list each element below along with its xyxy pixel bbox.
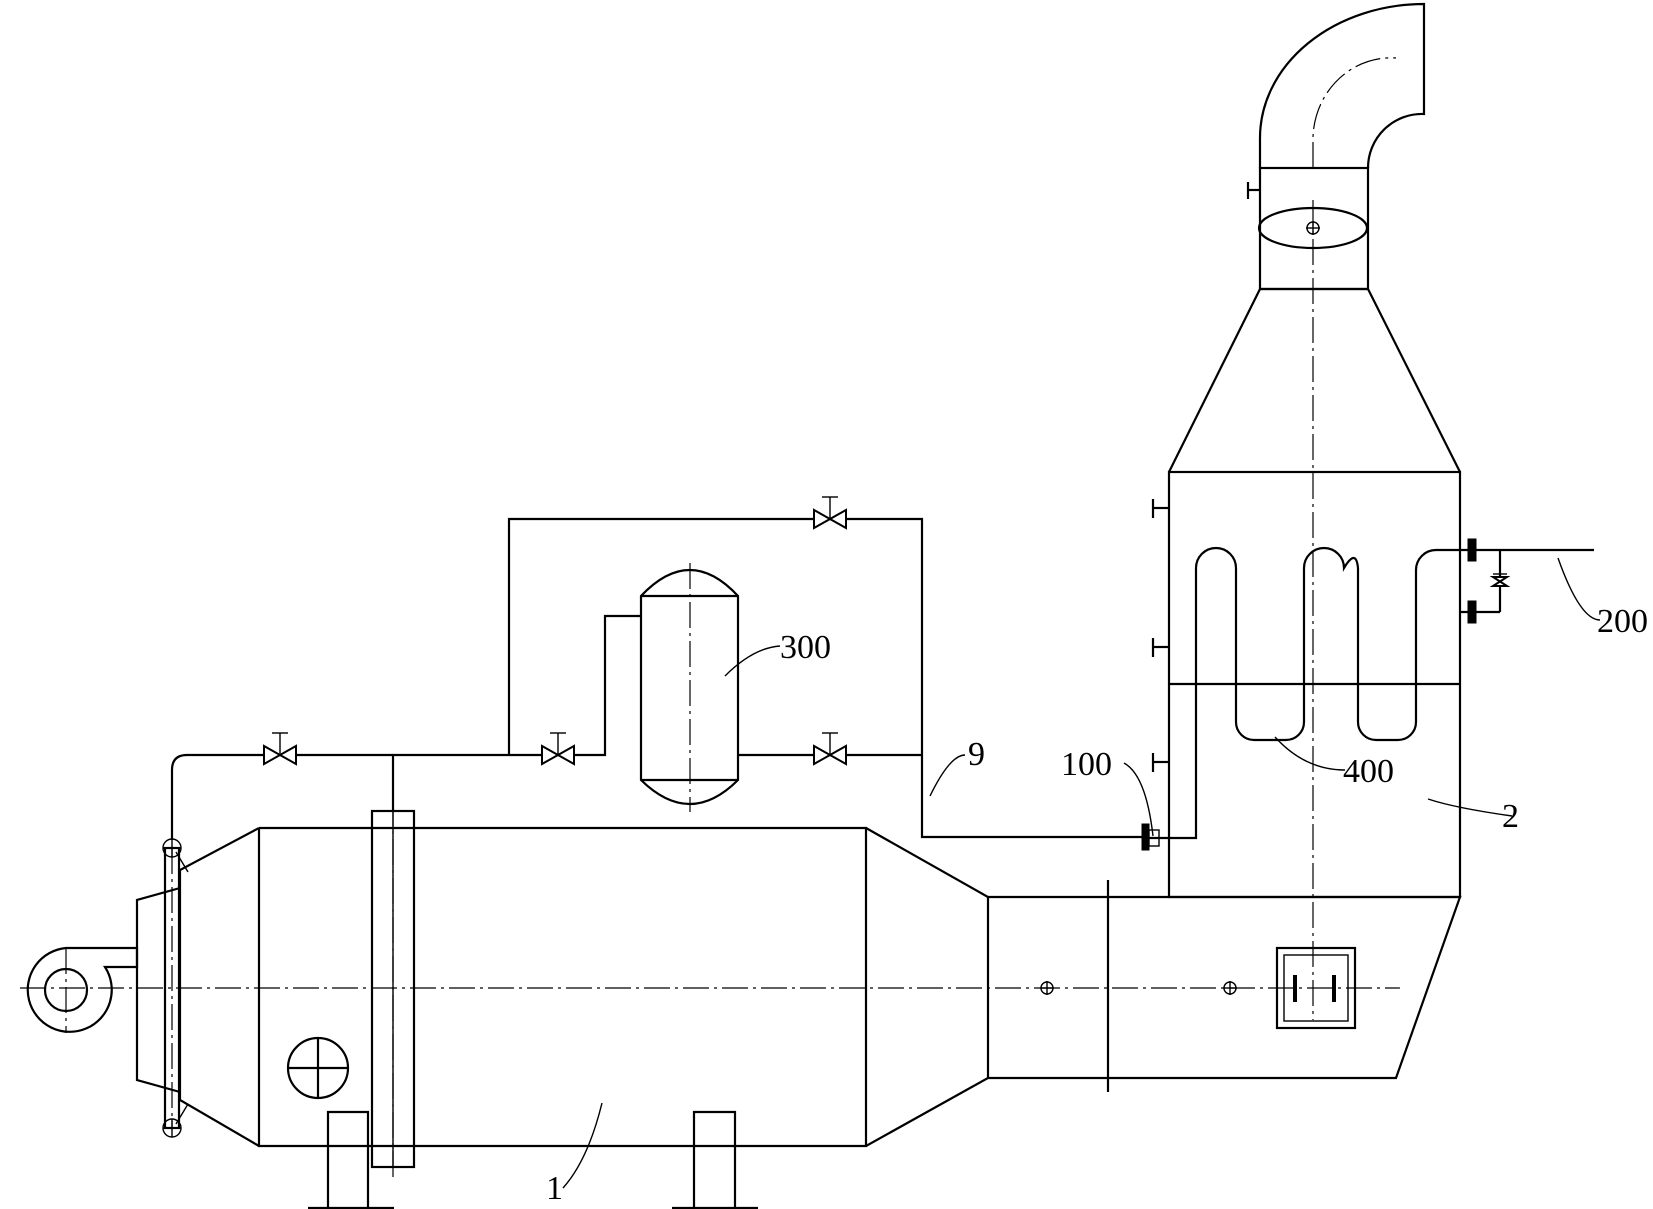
label-waste-heat-chamber: 2: [1502, 798, 1519, 835]
label-pipe: 9: [968, 736, 985, 773]
fan-burner: [26, 946, 139, 1033]
label-steam-drum: 300: [780, 629, 831, 666]
centerlines: [20, 57, 1400, 1180]
label-boiler: 1: [546, 1170, 563, 1207]
label-outlet: 200: [1597, 603, 1648, 640]
leader-lines: [562, 557, 1601, 1189]
label-inlet: 100: [1061, 746, 1112, 783]
valve-2[interactable]: [541, 732, 575, 766]
waste-heat-chamber: [1151, 2, 1462, 899]
heating-coil: [1148, 546, 1470, 840]
valve-1[interactable]: [263, 732, 297, 766]
valve-3[interactable]: [813, 732, 847, 766]
label-coil: 400: [1343, 753, 1394, 790]
flue-duct: [988, 880, 1462, 1092]
outlet-header: [1460, 538, 1594, 624]
boiler-body: [135, 809, 990, 1209]
valve-4[interactable]: [813, 496, 847, 530]
